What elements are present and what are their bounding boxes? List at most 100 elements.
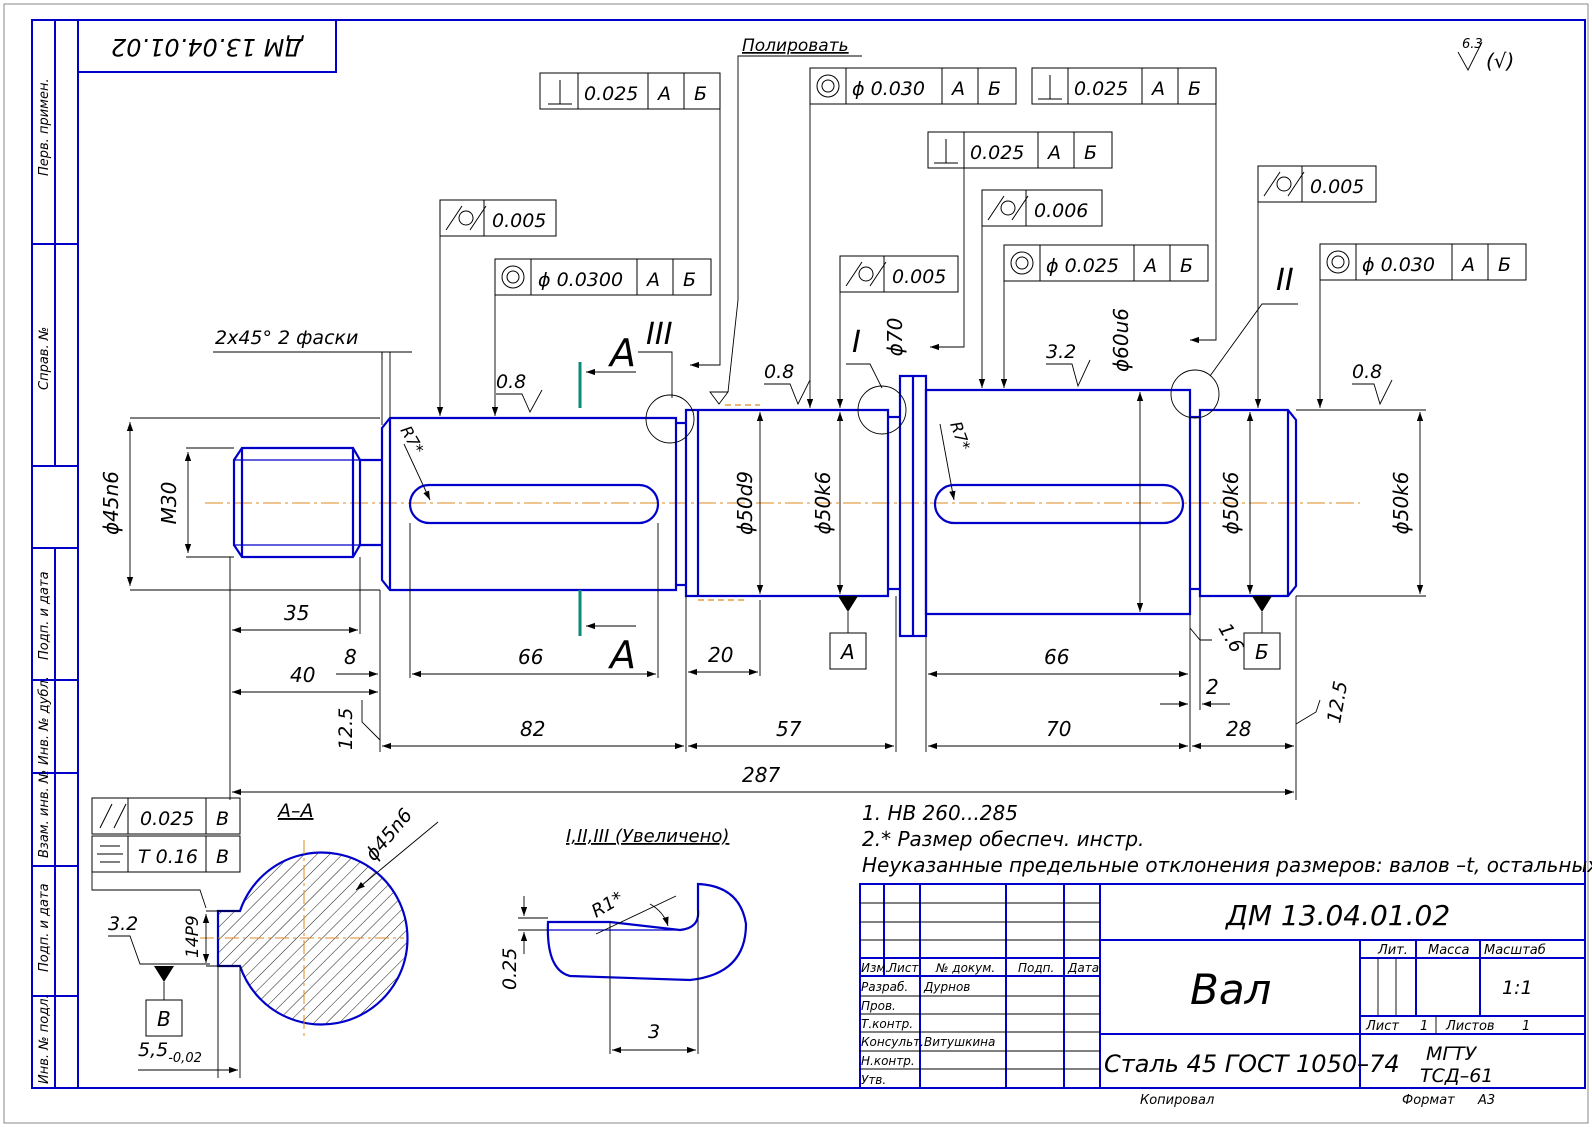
coaxiality-icon <box>1010 251 1034 275</box>
datum-b-label: Б <box>1255 640 1269 664</box>
tol-value: 0.025 <box>140 808 194 830</box>
tol-value: 0.005 <box>492 210 546 232</box>
doc-code-rotated: ДМ 13.04.01.02 <box>111 33 304 61</box>
section-view-aa: А–А 0.025 В T 0.16 В ϕ45n6 14P9 3.2 <box>91 797 439 1078</box>
stamp-podp-data-1: Подп. и дата <box>37 571 52 660</box>
tb-code: ДМ 13.04.01.02 <box>1224 899 1450 932</box>
tol-value: ϕ 0.025 <box>1046 255 1119 277</box>
chamfer-note: 2x45° 2 фаски <box>215 327 358 349</box>
tolerance-frame-8: 0.005 <box>836 255 959 408</box>
detail-len: 3 <box>648 1021 660 1043</box>
polish-callout: Полировать <box>709 36 862 405</box>
tol-base: Б <box>1498 254 1511 276</box>
dim-28: 28 <box>1226 717 1251 741</box>
tol-base: А <box>1046 142 1061 164</box>
tb-razrab: Разраб. <box>861 980 908 994</box>
tb-name: Вал <box>1190 965 1271 1014</box>
dim-40: 40 <box>290 663 315 687</box>
dia-50d9: ϕ50d9 <box>733 471 757 535</box>
roughness-value: 3.2 <box>1046 341 1076 363</box>
tb-kopiroval: Копировал <box>1140 1093 1214 1108</box>
roughness-value: 1.6 <box>1214 620 1248 657</box>
tol-base: Б <box>683 269 696 291</box>
chamfer-callout: 2x45° 2 фаски <box>213 327 412 425</box>
general-roughness-suffix: (√) <box>1486 49 1514 73</box>
tb-hdr-podp: Подп. <box>1018 961 1054 975</box>
tb-format: А3 <box>1477 1093 1495 1108</box>
tolerance-frame-10: 0.005 <box>1254 165 1377 408</box>
roughness-value: 0.8 <box>496 371 526 393</box>
datum-a: А <box>829 596 867 670</box>
tol-base: Б <box>1188 78 1201 100</box>
symmetry-icon <box>97 845 123 863</box>
detail-circle-1 <box>857 385 907 435</box>
dia-m30: M30 <box>157 482 181 525</box>
dim-287: 287 <box>742 763 780 787</box>
coaxiality-icon <box>501 265 525 289</box>
tol-value: ϕ 0.030 <box>852 78 925 100</box>
dim-57: 57 <box>776 717 802 741</box>
stamp-perv-primen: Перв. примен. <box>37 78 52 176</box>
tol-value: 0.005 <box>892 266 946 288</box>
dia-70: ϕ70 <box>883 318 907 357</box>
dia-50k6-a: ϕ50k6 <box>811 472 835 535</box>
section-letter-bottom: А <box>607 633 636 677</box>
tol-value: ϕ 0.030 <box>1362 254 1435 276</box>
tol-base: А <box>1460 254 1475 276</box>
detail-view: I,II,III (Увеличено) 3 0.25 R1* <box>499 826 748 1054</box>
tb-list-no: 1 <box>1420 1019 1428 1034</box>
doc-code-box-rotated: ДМ 13.04.01.02 <box>77 19 337 73</box>
cylindricity-icon <box>987 195 1029 221</box>
roughness-value: 12.5 <box>1323 679 1352 724</box>
dim-66-right: 66 <box>1044 645 1069 669</box>
roughness-value: 0.8 <box>1352 361 1382 383</box>
technical-notes: 1. НВ 260...285 2.* Размер обеспеч. инст… <box>862 801 1592 877</box>
tolerance-frame-5: 0.005 <box>436 199 557 416</box>
tol-base: В <box>216 808 229 830</box>
tb-lit: Лит. <box>1377 943 1408 958</box>
tolerance-frame-9: ϕ 0.025 А Б <box>1000 244 1209 388</box>
roughness-marks: 0.8 0.8 3.2 0.8 1.6 12.5 12.5 <box>335 341 1393 750</box>
tol-value: 0.025 <box>970 142 1024 164</box>
note-2: 2.* Размер обеспеч. инстр. <box>862 827 1144 851</box>
tolerance-frame-6: ϕ 0.0300 А Б <box>491 258 712 416</box>
tolerance-frame-7: 0.006 <box>978 189 1103 388</box>
roughness-value: 12.5 <box>335 708 357 750</box>
dia-60u6: ϕ60u6 <box>1109 308 1133 372</box>
tol-base: Б <box>1180 255 1193 277</box>
parallelism-icon <box>99 803 127 829</box>
stamp-vzam-inv: Взам. инв. № <box>37 770 52 858</box>
perpendicularity-icon <box>934 139 958 164</box>
section-letter-top: А <box>607 331 636 375</box>
polish-note: Полировать <box>742 36 849 56</box>
stamp-sprav: Справ. № <box>37 327 52 390</box>
dim-70: 70 <box>1046 717 1071 741</box>
radius-r7-right: R7* <box>946 419 974 453</box>
datum-v-label: В <box>157 1007 171 1031</box>
roman-2: II <box>1276 263 1294 298</box>
radius-r7-left: R7* <box>397 423 428 458</box>
section-depth-value: 5,5 <box>138 1039 168 1061</box>
tol-value: ϕ 0.0300 <box>538 269 623 291</box>
extension-lines <box>229 352 1297 800</box>
note-1: 1. НВ 260...285 <box>862 801 1018 825</box>
datum-a-label: А <box>839 640 855 664</box>
detail-circle-3 <box>645 394 695 444</box>
tol-value: T 0.16 <box>138 846 198 868</box>
section-cut-marks: А А <box>578 331 636 677</box>
dia-50k6-b: ϕ50k6 <box>1219 472 1243 535</box>
stamp-inv-podl: Инв. № подл. <box>37 994 52 1084</box>
tb-konsult: Консульт. <box>861 1035 924 1049</box>
section-title: А–А <box>276 800 314 822</box>
tb-hdr-dokum: № докум. <box>935 961 995 975</box>
coaxiality-icon <box>1326 250 1350 274</box>
section-dia: ϕ45n6 <box>361 804 417 865</box>
tol-base: Б <box>694 83 707 105</box>
tb-hdr-izm: Изм. <box>861 961 889 975</box>
dim-66-left: 66 <box>518 645 543 669</box>
section-key-width: 14P9 <box>183 915 203 958</box>
cylindricity-icon <box>445 205 487 231</box>
section-depth-tol: -0,02 <box>168 1051 202 1066</box>
dia-50k6-c: ϕ50k6 <box>1389 472 1413 535</box>
tb-format-label: Формат <box>1402 1093 1455 1108</box>
